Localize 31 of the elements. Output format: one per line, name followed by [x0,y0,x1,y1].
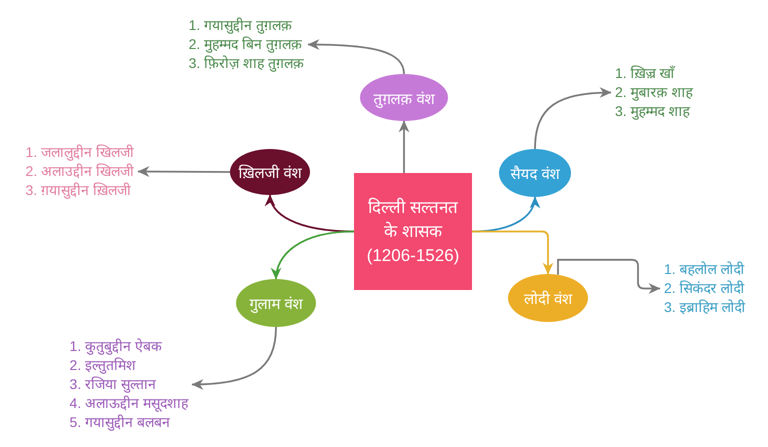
list-item: 1. ख़िज़्र खाँ [615,64,674,83]
arrow [534,87,612,150]
list-item: 3. फ़िरोज़ शाह तुग़लक़ [188,54,304,73]
list-item: 3. रजिया सुल्तान [70,375,156,394]
list-item: 1. बहलोल लोदी [664,260,744,279]
list-item: 1. जलालुद्दीन खिलजी [26,143,134,162]
list-item: 2. सिकंदर लोदी [664,279,744,298]
dynasty-ellipse: सैयद वंश [499,149,571,197]
dynasty-ellipse: ख़िलजी वंश [230,149,310,195]
list-item: 1. कुतुबुद्दीन ऐबक [70,337,162,356]
list-item: 4. अलाऊद्दीन मसूदशाह [70,394,188,413]
list-item: 2. मुहम्मद बिन तुग़लक़ [188,35,302,54]
arrow [137,166,230,177]
list-item: 3. इब्राहिम लोदी [664,298,746,317]
list-item: 3. मुहम्मद शाह [615,102,690,121]
arrow [191,326,277,390]
dynasty-ellipse: गुलाम वंश [236,279,316,327]
dynasty-ellipse: तुग़लक़ वंश [360,74,448,121]
arrow [557,258,661,294]
list-item: 2. अलाउद्दीन खिलजी [26,162,134,181]
arrow [472,230,554,275]
arrow [398,120,410,173]
list-item: 2. इल्तुतमिश [70,356,136,375]
list-item: 5. गयासुद्दीन बलबन [70,413,170,432]
list-item: 3. ग़यासुद्दीन ख़िलजी [26,181,131,200]
arrow [307,39,405,74]
dynasty-ellipse: लोदी वंश [508,274,588,322]
title-box: दिल्ली सल्तनत के शासक (1206-1526) [354,173,472,290]
list-item: 1. गयासुद्दीन तुग़लक़ [188,16,292,35]
arrow [272,230,354,280]
list-item: 2. मुबारक़ शाह [615,83,692,102]
